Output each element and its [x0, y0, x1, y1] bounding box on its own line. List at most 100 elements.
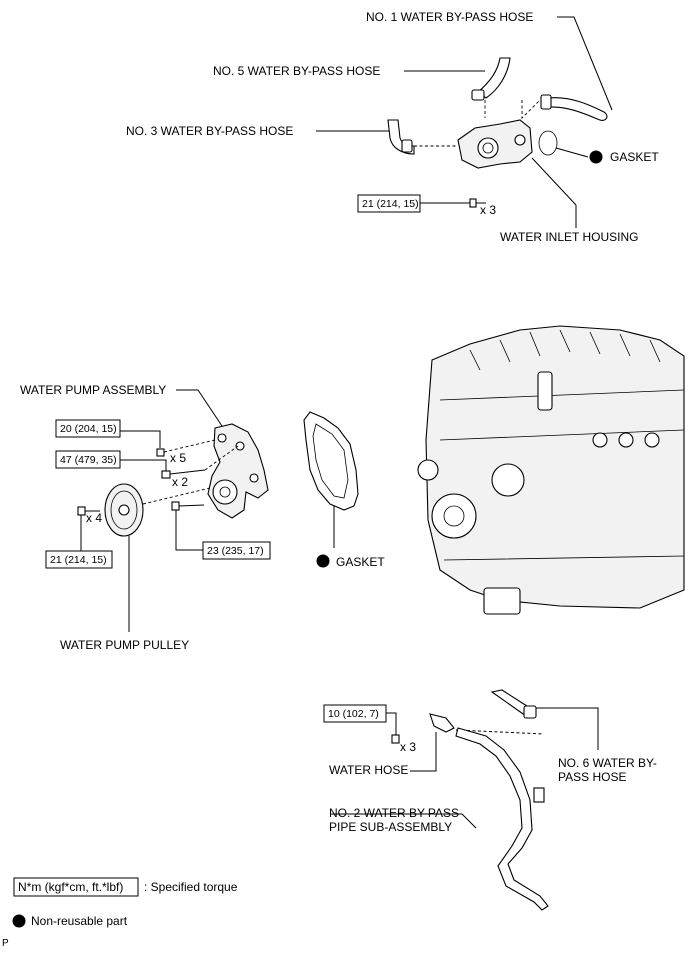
engine-block-outline — [425, 325, 685, 609]
no5-hose-clamp — [471, 89, 485, 101]
no6-bypass-hose-label-1: NO. 6 WATER BY- — [558, 756, 657, 770]
no1-hose-clamp — [540, 94, 552, 110]
water-pump-hub — [212, 479, 238, 505]
no2-bypass-pipe-leader — [330, 813, 477, 829]
nonreusable-marker-mid — [316, 554, 330, 568]
legend-nonreusable-desc: Non-reusable part — [31, 914, 128, 928]
pump-bolt-b-shank — [169, 469, 206, 475]
no5-bypass-hose-label: NO. 5 WATER BY-PASS HOSE — [213, 64, 380, 78]
water-pump-body — [207, 423, 269, 519]
no3-bypass-hose-label: NO. 3 WATER BY-PASS HOSE — [126, 124, 293, 138]
gasket-mid-label: GASKET — [336, 555, 385, 569]
water-inlet-housing-group: WATER INLET HOUSING — [414, 99, 638, 244]
qty-pump-bolt-b: x 2 — [172, 475, 188, 489]
no1-bypass-hose-group: NO. 1 WATER BY-PASS HOSE — [366, 10, 613, 121]
qty-water-hose-bolt: x 3 — [400, 740, 416, 754]
pump-bolt-b-group: 47 (479, 35) x 2 — [55, 445, 239, 489]
engine-idler-pulley — [491, 463, 525, 497]
torque-pump-b-text: 47 (479, 35) — [60, 454, 117, 466]
legend-torque-desc: : Specified torque — [144, 880, 238, 894]
pump-bolt-c-head — [171, 501, 180, 511]
legend-nonreusable-marker — [12, 914, 26, 928]
nonreusable-marker-top — [589, 150, 603, 164]
inlet-housing-bolt-group: 21 (214, 15) x 3 — [357, 194, 496, 217]
water-hose-bolt-group: 10 (102, 7) x 3 — [323, 704, 416, 754]
pump-bolt-b-head — [161, 470, 171, 479]
no2-bypass-pipe-part — [455, 727, 549, 911]
no1-bypass-hose-part — [547, 97, 608, 121]
engine-port-c — [644, 432, 660, 448]
legend-torque-box — [13, 877, 139, 897]
water-hose-part — [429, 713, 455, 733]
torque-inlet-text: 21 (214, 15) — [362, 198, 419, 210]
legend-torque-unit: N*m (kgf*cm, ft.*lbf) — [18, 880, 123, 894]
inlet-bolt-head — [469, 198, 477, 208]
no6-bypass-hose-leader — [536, 707, 599, 750]
water-hose-leader — [410, 732, 437, 772]
engine-crank-pulley-inner — [443, 505, 465, 527]
engine-port-a — [592, 432, 608, 448]
engine-intake-runners — [469, 329, 661, 371]
engine-port-b — [618, 432, 634, 448]
pump-bolt-a-head — [156, 448, 165, 457]
inlet-housing-leader — [531, 157, 577, 206]
torque-pump-c-leader — [175, 510, 203, 551]
no2-bypass-pipe-group: NO. 2 WATER BY-PASS PIPE SUB-ASSEMBLY — [329, 727, 549, 911]
no5-bypass-hose-group: NO. 5 WATER BY-PASS HOSE — [213, 57, 511, 101]
water-hose-group: WATER HOSE — [329, 713, 455, 777]
no6-hose-clamp — [523, 705, 537, 719]
torque-water-hose-leader — [386, 712, 397, 735]
qty-inlet-bolt: x 3 — [480, 203, 496, 217]
torque-box-pulley — [45, 550, 113, 569]
water-pump-pulley-label: WATER PUMP PULLEY — [60, 638, 189, 652]
water-inlet-housing-label: WATER INLET HOUSING — [500, 230, 638, 244]
torque-box-pump-c — [202, 541, 271, 560]
inlet-housing-boss — [514, 134, 526, 146]
qty-pump-bolt-a: x 5 — [170, 451, 186, 465]
corner-letter: P — [2, 938, 9, 949]
engine-oil-pan-fitting — [483, 587, 521, 615]
no2-pipe-bracket — [533, 787, 545, 803]
pulley-align-dash — [142, 487, 211, 505]
water-hose-bolt-head — [391, 734, 400, 744]
water-pump-assembly-leader — [176, 389, 223, 427]
gasket-top-label: GASKET — [610, 150, 659, 164]
pump-bolt-b-dash — [204, 445, 239, 471]
no6-bypass-hose-label-2: PASS HOSE — [558, 770, 626, 784]
water-hose-label: WATER HOSE — [329, 763, 408, 777]
gasket-top-group: GASKET — [538, 130, 659, 164]
pulley-bolt-group: x 4 21 (214, 15) — [45, 506, 113, 569]
torque-pump-b-leader — [120, 459, 167, 472]
gasket-top-leader — [555, 147, 589, 158]
pump-bolt-a-group: 20 (204, 15) x 5 — [55, 419, 216, 465]
gasket-mid-inner — [312, 423, 349, 499]
water-pump-assembly-label: WATER PUMP ASSEMBLY — [20, 383, 166, 397]
water-pump-pulley-group: WATER PUMP PULLEY — [60, 483, 211, 652]
pump-bolt-c-shank — [178, 504, 205, 507]
gasket-mid-group: GASKET — [303, 411, 385, 569]
no5-bypass-hose-part — [477, 57, 511, 99]
torque-pump-c-text: 23 (235, 17) — [207, 545, 264, 557]
engine-block-illustration — [417, 325, 685, 615]
pump-bolt-hole-c — [249, 473, 259, 483]
water-pump-pulley-center — [118, 504, 130, 516]
inlet-housing-port — [477, 137, 499, 159]
no1-bypass-hose-label: NO. 1 WATER BY-PASS HOSE — [366, 10, 533, 24]
no1-bypass-hose-leader — [557, 16, 613, 111]
connect-line-no1 — [521, 99, 541, 120]
no2-bypass-pipe-label-1: NO. 2 WATER BY-PASS — [329, 806, 459, 820]
torque-box-pump-a — [55, 419, 121, 438]
torque-pulley-text: 21 (214, 15) — [50, 554, 107, 566]
inlet-housing-port-inner — [482, 142, 494, 154]
legend: N*m (kgf*cm, ft.*lbf) : Specified torque… — [2, 877, 238, 949]
torque-water-hose-text: 10 (102, 7) — [328, 708, 379, 720]
no2-bypass-pipe-label-2: PIPE SUB-ASSEMBLY — [329, 820, 452, 834]
water-pump-assembly-group: WATER PUMP ASSEMBLY — [20, 383, 269, 519]
no3-hose-clamp — [401, 139, 413, 153]
pump-bolt-c-group: 23 (235, 17) — [171, 501, 271, 560]
no6-bypass-hose-group: NO. 6 WATER BY- PASS HOSE — [490, 689, 657, 784]
qty-pulley-bolt: x 4 — [86, 511, 102, 525]
water-pump-pulley-groove — [110, 490, 138, 530]
